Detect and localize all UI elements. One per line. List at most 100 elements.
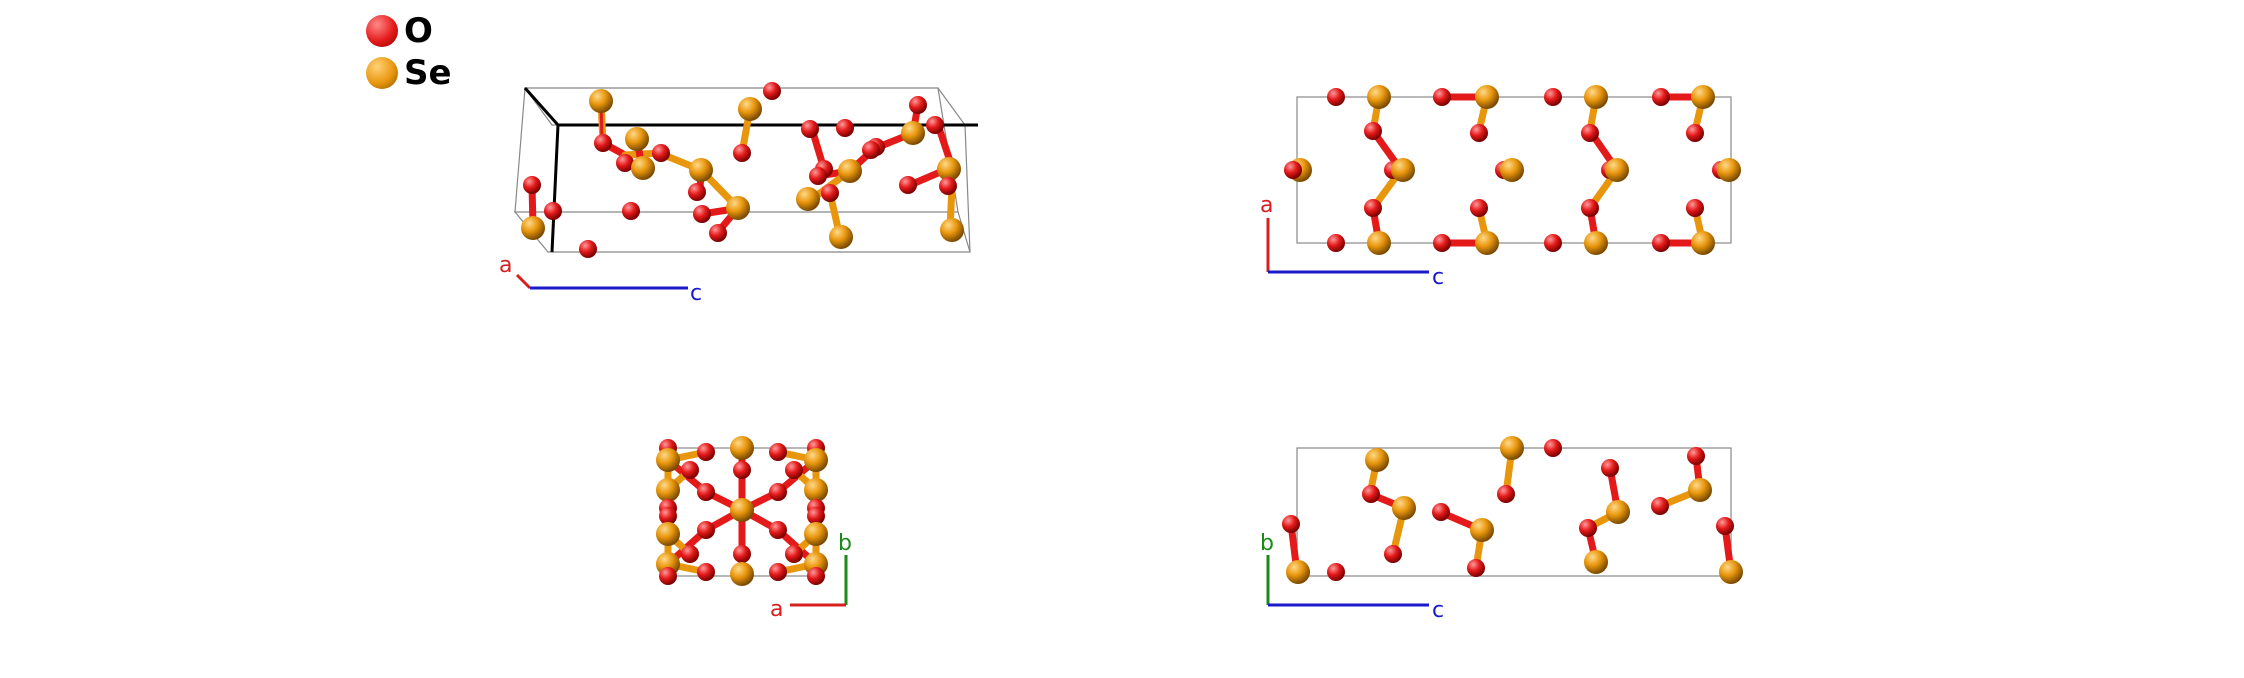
o-atom bbox=[681, 461, 699, 479]
legend: O Se bbox=[366, 10, 452, 94]
se-atom bbox=[730, 562, 754, 586]
atoms bbox=[1282, 436, 1743, 584]
se-atom bbox=[1605, 158, 1629, 182]
se-atom bbox=[1470, 518, 1494, 542]
se-atom bbox=[1500, 436, 1524, 460]
se-atom bbox=[804, 448, 828, 472]
o-atom bbox=[1327, 88, 1345, 106]
axis-label-b: b bbox=[838, 531, 852, 556]
selenium-swatch-icon bbox=[366, 57, 398, 89]
se-atom bbox=[804, 478, 828, 502]
o-atom bbox=[1581, 199, 1599, 217]
se-atom bbox=[1691, 231, 1715, 255]
o-atom bbox=[697, 563, 715, 581]
se-atom bbox=[901, 121, 925, 145]
o-atom bbox=[697, 443, 715, 461]
o-atom bbox=[579, 240, 597, 258]
o-atom bbox=[1544, 439, 1562, 457]
o-atom bbox=[1601, 459, 1619, 477]
o-atom bbox=[1686, 199, 1704, 217]
se-atom bbox=[1367, 85, 1391, 109]
o-atom bbox=[1282, 515, 1300, 533]
se-atom bbox=[1391, 158, 1415, 182]
se-atom bbox=[656, 522, 680, 546]
se-atom bbox=[1584, 231, 1608, 255]
o-atom bbox=[926, 116, 944, 134]
se-atom bbox=[796, 187, 820, 211]
o-atom bbox=[1687, 447, 1705, 465]
o-atom bbox=[1467, 559, 1485, 577]
o-atom bbox=[769, 483, 787, 501]
axis-label-a: a bbox=[1260, 193, 1273, 218]
legend-item-oxygen: O bbox=[366, 10, 452, 52]
axis-label-c: c bbox=[1432, 265, 1444, 290]
o-atom bbox=[909, 96, 927, 114]
o-atom bbox=[763, 82, 781, 100]
o-atom bbox=[899, 176, 917, 194]
se-atom bbox=[738, 97, 762, 121]
se-atom bbox=[1584, 550, 1608, 574]
se-atom bbox=[937, 157, 961, 181]
o-atom bbox=[594, 134, 612, 152]
o-atom bbox=[652, 144, 670, 162]
o-atom bbox=[1652, 88, 1670, 106]
axis-label-c: c bbox=[690, 281, 702, 306]
se-atom bbox=[656, 478, 680, 502]
se-atom bbox=[1584, 85, 1608, 109]
o-atom bbox=[693, 205, 711, 223]
o-atom bbox=[769, 563, 787, 581]
o-atom bbox=[1544, 88, 1562, 106]
bonds bbox=[1369, 93, 1707, 247]
o-atom bbox=[1433, 88, 1451, 106]
o-atom bbox=[785, 461, 803, 479]
o-atom bbox=[785, 545, 803, 563]
panel-view-c: b a bbox=[656, 436, 852, 622]
o-atom bbox=[1284, 161, 1302, 179]
axis-label-a: a bbox=[499, 253, 512, 278]
se-atom bbox=[1286, 560, 1310, 584]
se-atom bbox=[1719, 560, 1743, 584]
o-atom bbox=[836, 119, 854, 137]
atoms bbox=[1284, 85, 1741, 255]
o-atom bbox=[1327, 563, 1345, 581]
o-atom bbox=[1364, 199, 1382, 217]
se-atom bbox=[1691, 85, 1715, 109]
atoms bbox=[656, 436, 828, 586]
o-atom bbox=[862, 141, 880, 159]
axis-triad: b c bbox=[1260, 531, 1444, 623]
o-atom bbox=[616, 154, 634, 172]
o-atom bbox=[1579, 519, 1597, 537]
o-atom bbox=[681, 545, 699, 563]
o-atom bbox=[821, 184, 839, 202]
se-atom bbox=[730, 498, 754, 522]
axis-label-a: a bbox=[770, 597, 783, 622]
se-atom bbox=[940, 218, 964, 242]
o-atom bbox=[1362, 485, 1380, 503]
o-atom bbox=[1544, 234, 1562, 252]
o-atom bbox=[807, 567, 825, 585]
se-atom bbox=[1365, 448, 1389, 472]
o-atom bbox=[801, 120, 819, 138]
o-atom bbox=[1651, 497, 1669, 515]
se-atom bbox=[689, 158, 713, 182]
se-atom bbox=[1475, 231, 1499, 255]
oxygen-swatch-icon bbox=[366, 15, 398, 47]
se-atom bbox=[1717, 158, 1741, 182]
legend-label-selenium: Se bbox=[404, 53, 452, 93]
se-atom bbox=[1500, 158, 1524, 182]
panel-view-b: a c bbox=[1260, 85, 1741, 290]
o-atom bbox=[697, 483, 715, 501]
se-atom bbox=[838, 159, 862, 183]
axis-triad: a c bbox=[1260, 193, 1444, 290]
o-atom bbox=[1716, 517, 1734, 535]
o-atom bbox=[733, 545, 751, 563]
o-atom bbox=[809, 167, 827, 185]
se-atom bbox=[1392, 496, 1416, 520]
o-atom bbox=[733, 461, 751, 479]
se-atom bbox=[625, 127, 649, 151]
axis-triad: a c bbox=[499, 253, 702, 306]
o-atom bbox=[544, 202, 562, 220]
o-atom bbox=[733, 144, 751, 162]
o-atom bbox=[1432, 503, 1450, 521]
